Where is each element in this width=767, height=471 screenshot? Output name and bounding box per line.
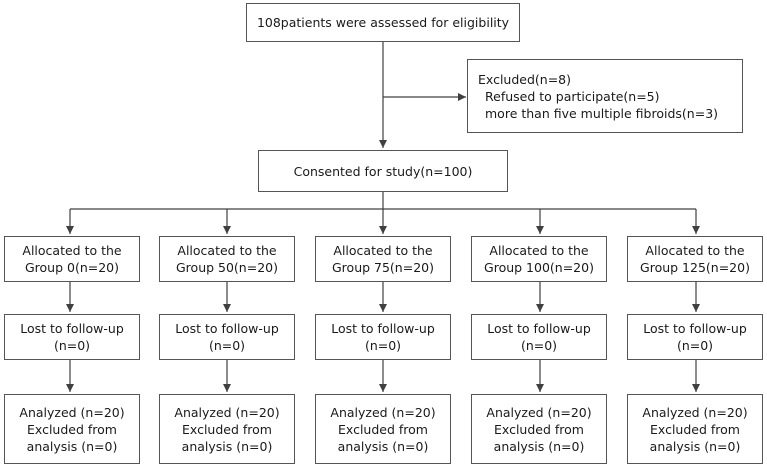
assessed-label: 108patients were assessed for eligibilit… [256, 15, 510, 30]
alloc-line2: Group 0(n=20) [24, 260, 120, 275]
analyzed-line3: analysis (n=0) [649, 438, 741, 454]
alloc-box-group-3: Allocated to the Group 100(n=20) [471, 236, 607, 282]
analyzed-line2: Excluded from [27, 421, 117, 437]
lost-line1: Lost to follow-up [20, 321, 124, 336]
analyzed-box-group-2: Analyzed (n=20) Excluded from analysis (… [315, 394, 451, 464]
alloc-line1: Allocated to the [333, 243, 433, 258]
analyzed-line2: Excluded from [650, 421, 740, 437]
analyzed-box-group-3: Analyzed (n=20) Excluded from analysis (… [471, 394, 607, 464]
alloc-line1: Allocated to the [645, 243, 745, 258]
lost-line1: Lost to follow-up [643, 321, 747, 336]
lost-box-group-2: Lost to follow-up (n=0) [315, 314, 451, 360]
analyzed-line1: Analyzed (n=20) [642, 404, 748, 420]
alloc-line2: Group 75(n=20) [332, 260, 434, 275]
excluded-refused: Refused to participate(n=5) [485, 88, 660, 104]
consented-label: Consented for study(n=100) [293, 163, 473, 179]
lost-line2: (n=0) [53, 338, 91, 353]
consented-box: Consented for study(n=100) [258, 150, 508, 192]
lost-box-group-4: Lost to follow-up (n=0) [627, 314, 763, 360]
alloc-line1: Allocated to the [22, 243, 122, 258]
alloc-box-group-1: Allocated to the Group 50(n=20) [159, 236, 295, 282]
lost-line2: (n=0) [364, 338, 402, 353]
analyzed-line2: Excluded from [338, 421, 428, 437]
analyzed-line1: Analyzed (n=20) [19, 404, 125, 420]
lost-line2: (n=0) [208, 338, 246, 353]
lost-line1: Lost to follow-up [175, 321, 279, 336]
alloc-line2: Group 50(n=20) [176, 260, 278, 275]
excluded-title: Excluded(n=8) [478, 71, 572, 87]
alloc-line1: Allocated to the [489, 243, 589, 258]
lost-line2: (n=0) [676, 338, 714, 353]
lost-line2: (n=0) [520, 338, 558, 353]
alloc-line2: Group 125(n=20) [640, 260, 750, 275]
analyzed-line3: analysis (n=0) [181, 438, 273, 454]
excluded-fibroids: more than five multiple fibroids(n=3) [485, 105, 719, 121]
analyzed-box-group-1: Analyzed (n=20) Excluded from analysis (… [159, 394, 295, 464]
analyzed-line1: Analyzed (n=20) [330, 404, 436, 420]
lost-box-group-3: Lost to follow-up (n=0) [471, 314, 607, 360]
excluded-box: Excluded(n=8) Refused to participate(n=5… [467, 59, 743, 133]
analyzed-line3: analysis (n=0) [337, 438, 429, 454]
alloc-line1: Allocated to the [177, 243, 277, 258]
analyzed-line1: Analyzed (n=20) [486, 404, 592, 420]
alloc-line2: Group 100(n=20) [484, 260, 594, 275]
analyzed-line2: Excluded from [494, 421, 584, 437]
analyzed-box-group-4: Analyzed (n=20) Excluded from analysis (… [627, 394, 763, 464]
alloc-box-group-0: Allocated to the Group 0(n=20) [4, 236, 140, 282]
analyzed-line1: Analyzed (n=20) [174, 404, 280, 420]
alloc-box-group-4: Allocated to the Group 125(n=20) [627, 236, 763, 282]
lost-box-group-1: Lost to follow-up (n=0) [159, 314, 295, 360]
alloc-box-group-2: Allocated to the Group 75(n=20) [315, 236, 451, 282]
analyzed-box-group-0: Analyzed (n=20) Excluded from analysis (… [4, 394, 140, 464]
lost-line1: Lost to follow-up [331, 321, 435, 336]
analyzed-line2: Excluded from [182, 421, 272, 437]
analyzed-line3: analysis (n=0) [26, 438, 118, 454]
lost-box-group-0: Lost to follow-up (n=0) [4, 314, 140, 360]
assessed-box: 108patients were assessed for eligibilit… [246, 3, 520, 42]
lost-line1: Lost to follow-up [487, 321, 591, 336]
analyzed-line3: analysis (n=0) [493, 438, 585, 454]
